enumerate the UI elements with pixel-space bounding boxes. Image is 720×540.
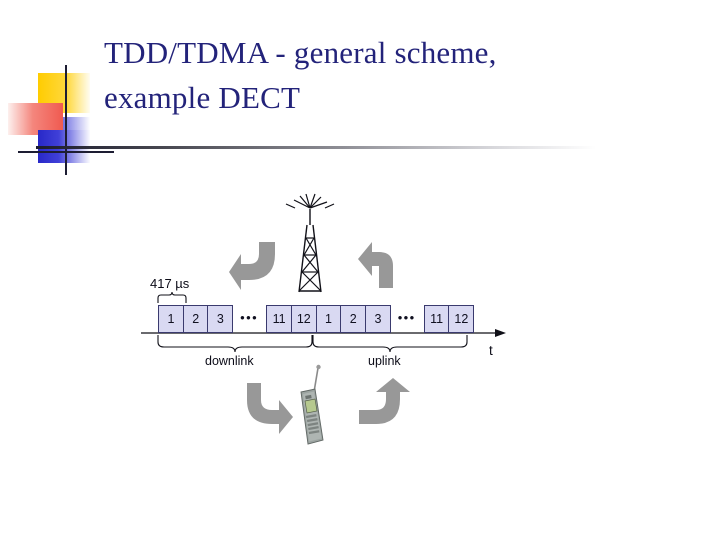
- slot-downlink-11[interactable]: 11: [266, 305, 293, 333]
- slot-downlink-3[interactable]: 3: [207, 305, 234, 333]
- uplink-brace: [312, 335, 468, 353]
- slot-downlink-2[interactable]: 2: [182, 305, 209, 333]
- downlink-ellipsis: •••: [232, 305, 266, 333]
- title-divider: [36, 146, 596, 149]
- uplink-label: uplink: [368, 354, 401, 368]
- curved-arrow-down-right-icon: [247, 383, 293, 434]
- curved-arrow-down-left-icon: [229, 242, 275, 290]
- slot-duration-brace: [157, 291, 187, 303]
- time-axis-arrowhead: [495, 329, 506, 337]
- slot-uplink-2[interactable]: 2: [340, 305, 367, 333]
- mobile-phone-icon: [300, 364, 324, 445]
- downlink-label: downlink: [205, 354, 254, 368]
- time-axis-label: t: [489, 343, 493, 358]
- downlink-ellipsis-text: •••: [240, 309, 259, 325]
- uplink-ellipsis-text: •••: [397, 309, 416, 325]
- curved-arrow-up-right-icon: [359, 378, 410, 424]
- slot-uplink-11[interactable]: 11: [423, 305, 450, 333]
- slot-uplink-12[interactable]: 12: [448, 305, 475, 333]
- slot-duration-label: 417 µs: [150, 276, 190, 291]
- slot-uplink-3[interactable]: 3: [364, 305, 391, 333]
- page-title-line-2: example DECT: [104, 80, 301, 115]
- horizontal-rule-line: [18, 151, 114, 153]
- red-square: [8, 103, 63, 135]
- slot-downlink-1[interactable]: 1: [158, 305, 184, 333]
- page-title: TDD/TDMA - general scheme, example DECT: [104, 30, 684, 120]
- curved-arrow-up-left-icon: [358, 242, 393, 288]
- uplink-ellipsis: •••: [390, 305, 424, 333]
- antenna-tower-icon: [285, 193, 335, 293]
- slot-uplink-1[interactable]: 1: [315, 305, 342, 333]
- slot-downlink-12[interactable]: 12: [290, 305, 317, 333]
- downlink-brace: [157, 335, 313, 353]
- vertical-rule-line: [65, 65, 67, 175]
- timeslot-row: 1 2 3 ••• 11 12 1 2 3 ••• 11 12: [158, 305, 475, 333]
- page-title-line-1: TDD/TDMA - general scheme,: [104, 35, 497, 70]
